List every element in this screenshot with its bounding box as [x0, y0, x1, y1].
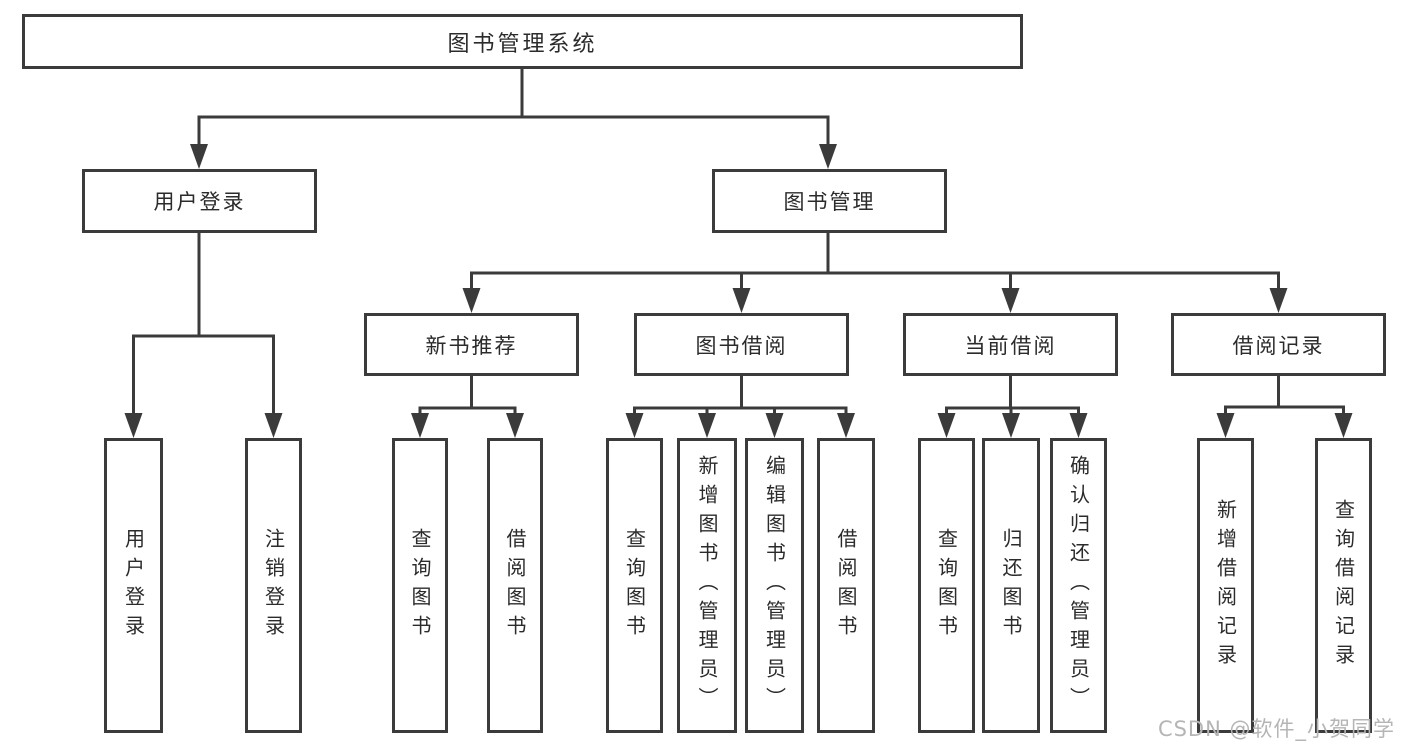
leaf-add-books-admin-label: 新增图书（管理员）: [695, 455, 719, 716]
leaf-query-books-1-label: 查询图书: [408, 527, 432, 644]
leaf-borrow-books-2-label: 借阅图书: [834, 527, 858, 644]
leaf-query-books-3: 查询图书: [918, 438, 975, 733]
leaf-user-login-label: 用户登录: [121, 527, 146, 644]
leaf-query-books-2-label: 查询图书: [622, 527, 647, 644]
leaf-borrow-books-1-label: 借阅图书: [503, 527, 527, 644]
leaf-add-borrow-record: 新增借阅记录: [1197, 438, 1254, 733]
leaf-return-books: 归还图书: [982, 438, 1040, 733]
leaf-edit-books-admin-label: 编辑图书（管理员）: [762, 455, 787, 716]
arrowheads: [124, 144, 1353, 438]
csdn-watermark: CSDN @软件_小贺同学: [1157, 717, 1395, 741]
leaf-borrow-books-1: 借阅图书: [487, 438, 543, 733]
leaf-add-borrow-record-label: 新增借阅记录: [1213, 498, 1238, 673]
node-user-login: 用户登录: [82, 169, 317, 233]
node-book-borrow: 图书借阅: [634, 313, 849, 376]
node-current-borrow: 当前借阅: [903, 313, 1118, 376]
node-borrow-records: 借阅记录: [1171, 313, 1386, 376]
leaf-user-login: 用户登录: [104, 438, 163, 733]
leaf-logout-login-label: 注销登录: [261, 527, 286, 644]
leaf-query-books-2: 查询图书: [606, 438, 663, 733]
leaf-confirm-return-admin-label: 确认归还（管理员）: [1066, 455, 1091, 716]
leaf-query-borrow-record: 查询借阅记录: [1315, 438, 1372, 733]
leaf-return-books-label: 归还图书: [999, 527, 1023, 644]
leaf-query-books-1: 查询图书: [392, 438, 448, 733]
node-book-management: 图书管理: [712, 169, 947, 233]
leaf-query-books-3-label: 查询图书: [934, 527, 959, 644]
leaf-add-books-admin: 新增图书（管理员）: [677, 438, 737, 733]
leaf-edit-books-admin: 编辑图书（管理员）: [745, 438, 804, 733]
leaf-query-borrow-record-label: 查询借阅记录: [1331, 498, 1356, 673]
node-library-system: 图书管理系统: [22, 14, 1023, 69]
node-new-book-recommend: 新书推荐: [364, 313, 579, 376]
leaf-borrow-books-2: 借阅图书: [817, 438, 875, 733]
leaf-logout-login: 注销登录: [245, 438, 302, 733]
leaf-confirm-return-admin: 确认归还（管理员）: [1050, 438, 1107, 733]
